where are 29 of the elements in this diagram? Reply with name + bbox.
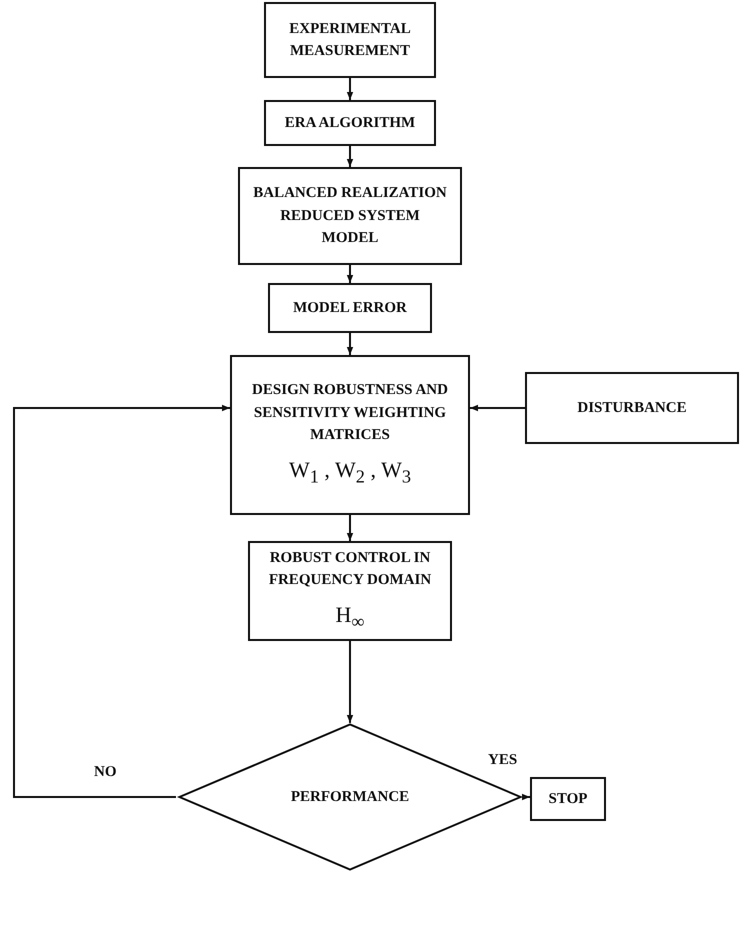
symbol-label: W$_{1}$ , W$_{2}$ , W$_{3}$ bbox=[288, 456, 412, 488]
node-label: BALANCED REALIZATION REDUCED SYSTEM MODEL bbox=[252, 184, 448, 248]
symbol-label: H$_{∞}$ bbox=[336, 600, 364, 633]
arrow bbox=[522, 794, 530, 800]
decision-diamond bbox=[176, 723, 524, 871]
node-label: ROBUST CONTROL IN FREQUENCY DOMAIN bbox=[268, 548, 432, 590]
node-label: MODEL ERROR bbox=[293, 298, 407, 318]
arrow bbox=[346, 333, 354, 355]
node-label: ERA ALGORITHM bbox=[284, 114, 416, 133]
process-box bbox=[248, 541, 452, 641]
process-box bbox=[525, 372, 739, 444]
node-label: DISTURBANCE bbox=[577, 398, 687, 418]
process-box bbox=[264, 2, 436, 78]
process-box bbox=[230, 355, 470, 515]
arrow bbox=[470, 404, 525, 412]
process-box bbox=[238, 167, 462, 265]
arrow bbox=[346, 146, 354, 167]
process-box bbox=[264, 100, 436, 146]
process-box bbox=[268, 283, 432, 333]
process-box bbox=[530, 777, 606, 821]
node-label: DESIGN ROBUSTNESS AND SENSITIVITY WEIGHTING MATRICES bbox=[251, 381, 449, 446]
decision-label: PERFORMANCE bbox=[290, 788, 410, 807]
arrow bbox=[346, 641, 354, 723]
arrow bbox=[13, 404, 230, 798]
node-label: STOP bbox=[548, 790, 588, 809]
arrow bbox=[346, 78, 354, 100]
arrow bbox=[346, 515, 354, 541]
node-label: EXPERIMENTAL MEASUREMENT bbox=[288, 20, 412, 61]
arrow bbox=[346, 265, 354, 283]
